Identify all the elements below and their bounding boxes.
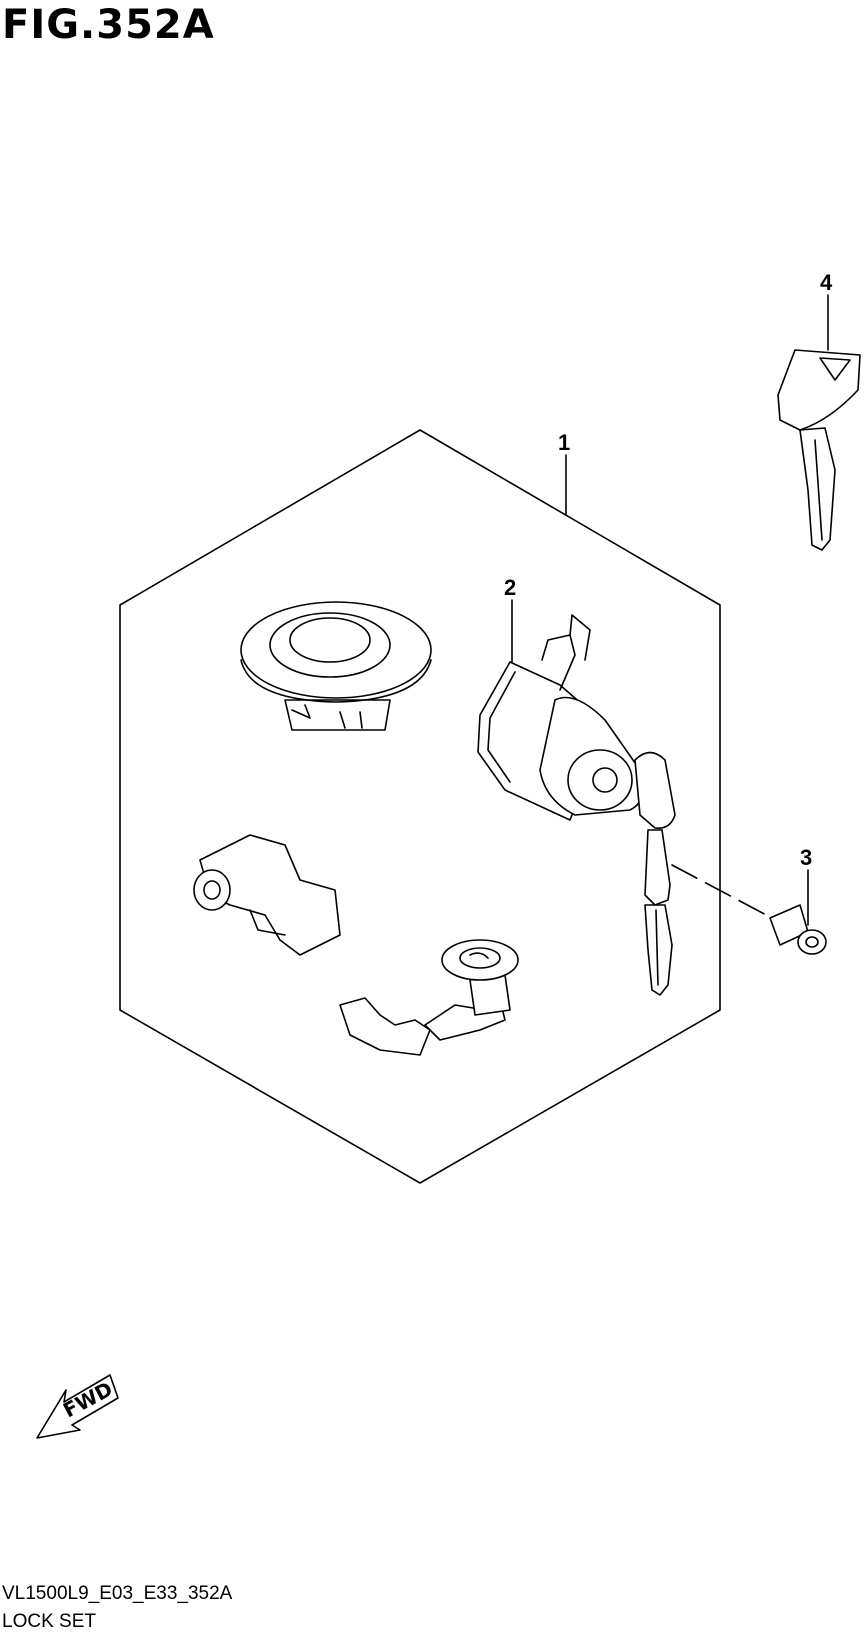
seat-lock-part	[477, 614, 676, 996]
figure-title: FIG.352A	[2, 2, 215, 48]
fwd-arrow-icon: FWD	[36, 1374, 119, 1439]
callout-1-label: 1	[558, 430, 570, 455]
callout-3-label: 3	[800, 845, 812, 870]
figure-code: VL1500L9_E03_E33_352A	[2, 1583, 233, 1604]
callout-4-label: 4	[820, 270, 833, 295]
key-part	[777, 349, 861, 551]
lock-set-group-outline	[119, 429, 721, 1184]
screw-part	[769, 904, 827, 955]
screw-axis-line	[671, 864, 771, 918]
figure-name: LOCK SET	[2, 1611, 96, 1632]
helmet-lock-part	[193, 834, 341, 956]
callout-2-label: 2	[504, 575, 516, 600]
fuel-cap-part	[240, 601, 432, 731]
cylinder-lock-part	[339, 939, 519, 1056]
